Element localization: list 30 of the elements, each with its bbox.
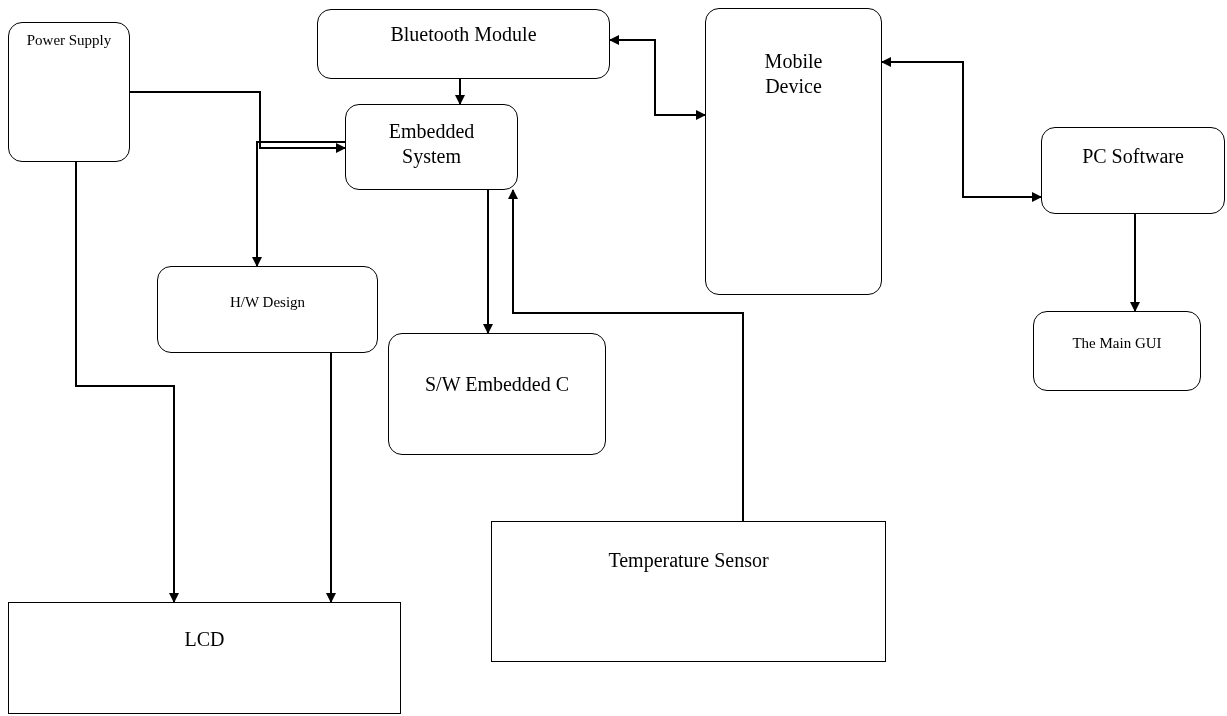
arrow bbox=[326, 352, 336, 603]
rounded-box bbox=[705, 8, 882, 295]
box-label: Mobile Device bbox=[763, 49, 824, 99]
box-label: S/W Embedded C bbox=[424, 372, 570, 397]
box bbox=[8, 602, 401, 714]
rounded-box bbox=[1041, 127, 1225, 214]
rounded-box bbox=[345, 104, 518, 190]
arrow bbox=[455, 78, 465, 105]
arrow bbox=[75, 161, 179, 603]
rounded-box bbox=[388, 333, 606, 455]
box-label: PC Software bbox=[1082, 144, 1184, 169]
arrow bbox=[508, 189, 744, 522]
box-label: LCD bbox=[184, 627, 225, 652]
box bbox=[491, 521, 886, 662]
arrow bbox=[881, 57, 1042, 202]
box-label: Temperature Sensor bbox=[608, 548, 769, 573]
box-label: H/W Design bbox=[229, 293, 306, 312]
rounded-box bbox=[1033, 311, 1201, 391]
arrow bbox=[609, 35, 706, 120]
box-label: The Main GUI bbox=[1072, 334, 1162, 353]
arrow bbox=[483, 189, 493, 334]
rounded-box bbox=[8, 22, 130, 162]
box-label: Power Supply bbox=[26, 31, 112, 50]
box-label: Embedded System bbox=[387, 119, 476, 169]
arrow bbox=[252, 141, 346, 267]
box-label: Bluetooth Module bbox=[390, 22, 537, 47]
arrow bbox=[1130, 213, 1140, 312]
rounded-box bbox=[317, 9, 610, 79]
rounded-box bbox=[157, 266, 378, 353]
arrow bbox=[129, 91, 346, 153]
